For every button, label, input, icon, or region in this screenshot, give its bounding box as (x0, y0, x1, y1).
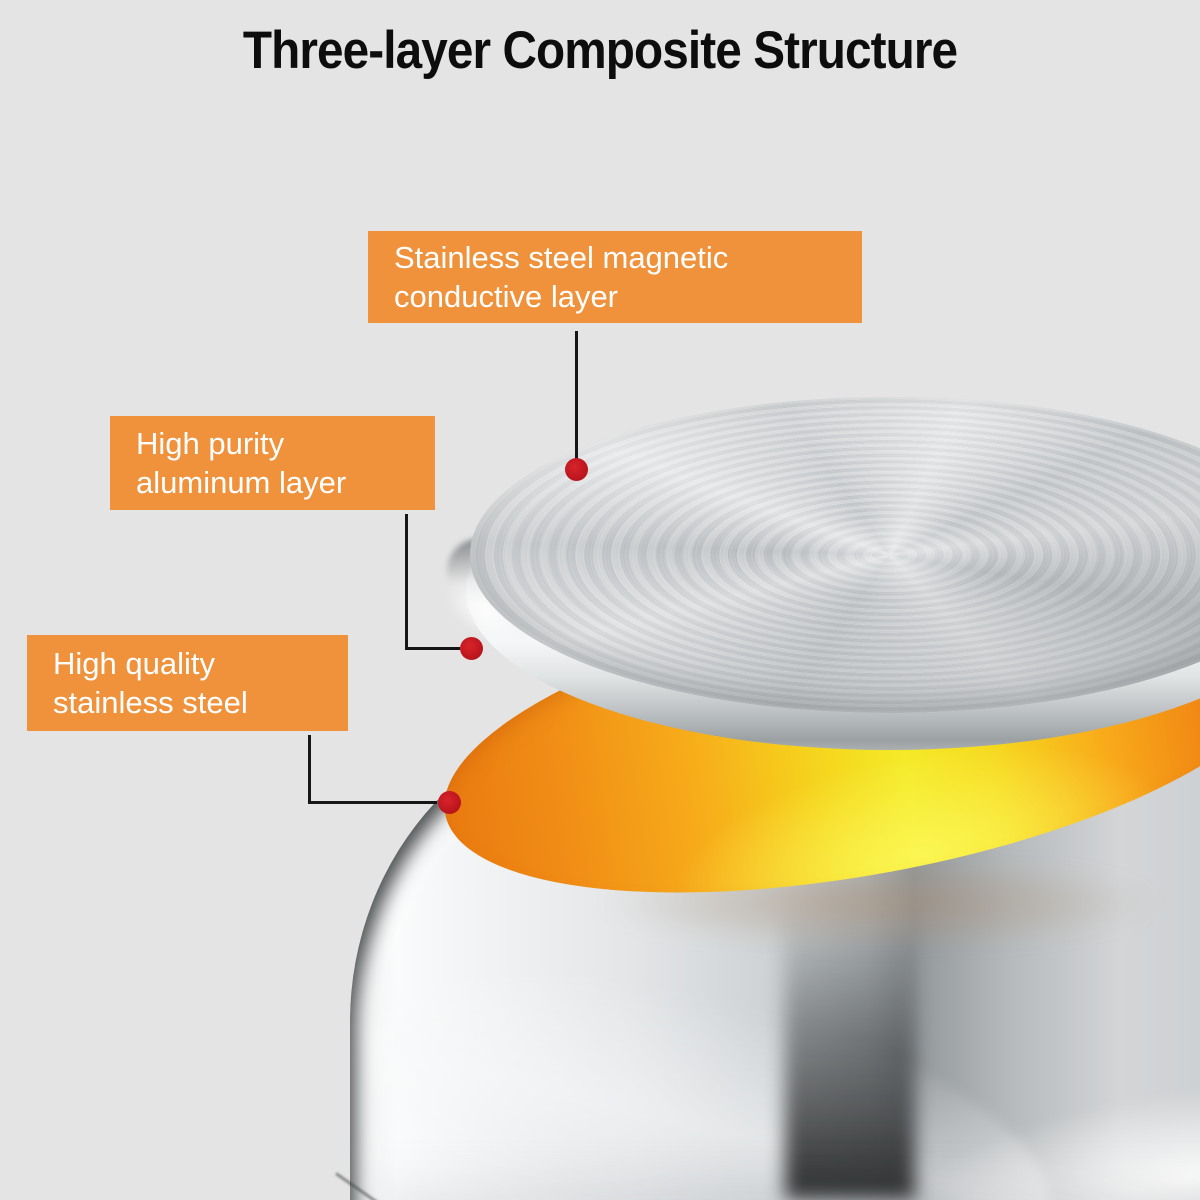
label-aluminum-line2: aluminum layer (136, 465, 347, 500)
label-magnetic-line1: Stainless steel magnetic (394, 240, 729, 275)
callout-line-stainless-vertical (308, 735, 311, 804)
callout-dot-magnetic (565, 458, 588, 481)
disc-shading-overlay (470, 397, 1200, 713)
label-aluminum-layer: High purity aluminum layer (110, 416, 435, 510)
label-stainless-line2: stainless steel (53, 685, 248, 720)
label-aluminum-line1: High purity (136, 426, 285, 461)
label-stainless-line1: High quality (53, 646, 215, 681)
callout-dot-aluminum (460, 637, 483, 660)
callout-dot-stainless (438, 791, 461, 814)
pot-body-dark-reflection (785, 912, 915, 1200)
disc-top-surface (470, 397, 1200, 713)
label-magnetic-layer: Stainless steel magnetic conductive laye… (368, 231, 862, 323)
page-title: Three-layer Composite Structure (242, 21, 958, 80)
callout-line-magnetic (575, 331, 578, 462)
label-magnetic-line2: conductive layer (394, 279, 619, 314)
callout-line-stainless-horizontal (308, 801, 437, 804)
callout-line-aluminum-horizontal (405, 647, 460, 650)
callout-line-aluminum-vertical (405, 514, 408, 650)
label-stainless-body: High quality stainless steel (27, 635, 348, 731)
